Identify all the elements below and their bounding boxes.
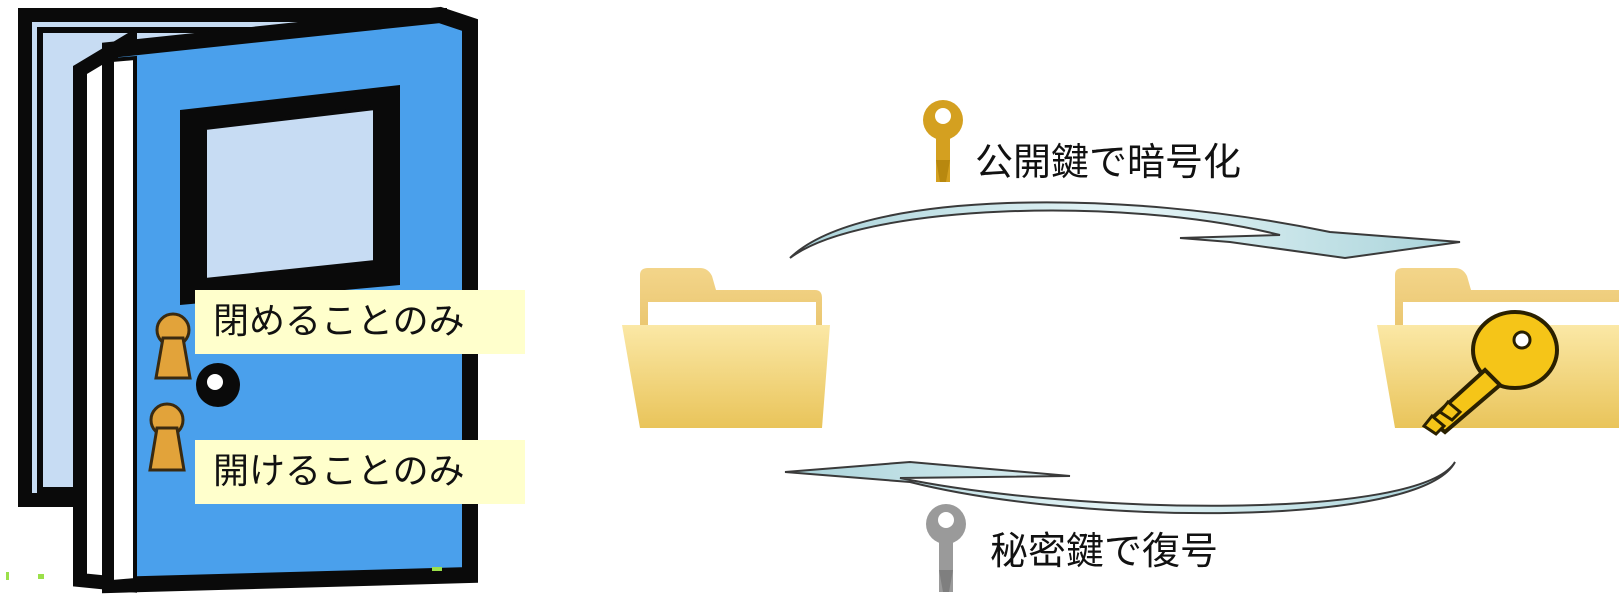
- folder-icon: [622, 268, 830, 428]
- decrypt-caption: 秘密鍵で復号: [990, 529, 1219, 573]
- arrow-icon: [789, 201, 1461, 260]
- encrypt-caption: 公開鍵で暗号化: [975, 140, 1242, 184]
- arrow-icon: [784, 460, 1456, 515]
- lock-only-label: 閉めることのみ: [195, 290, 525, 354]
- keyhole-icon: [148, 402, 186, 472]
- unlock-only-label: 開けることのみ: [195, 440, 525, 504]
- key-icon: [926, 504, 966, 592]
- key-icon: [923, 100, 963, 182]
- keyhole-icon: [154, 312, 192, 380]
- key-icon: [1421, 310, 1559, 436]
